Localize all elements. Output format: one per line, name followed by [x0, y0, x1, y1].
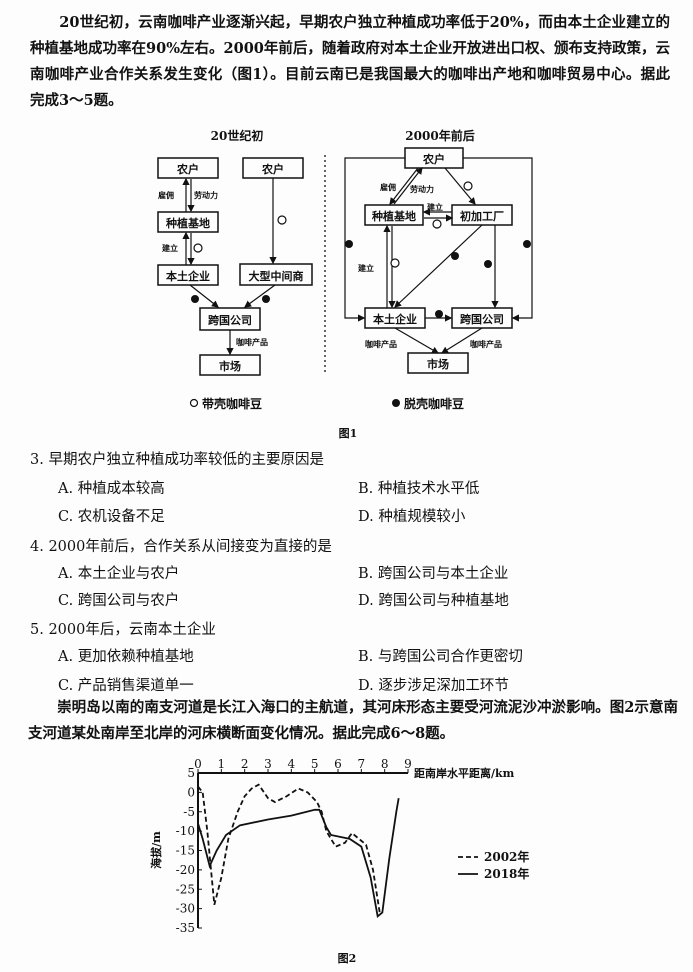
option-b[interactable]: B. 种植技术水平低 [358, 481, 480, 497]
box-market-right: 市场 [427, 357, 449, 371]
figure-1-caption: 图1 [339, 427, 358, 440]
option-d[interactable]: D. 种植规模较小 [358, 509, 466, 525]
figure-2-caption: 图2 [338, 952, 357, 965]
hollow-bean-marker [277, 215, 287, 225]
option-d[interactable]: D. 逐步涉足深加工环节 [358, 678, 509, 694]
x-tick-label: 6 [334, 757, 342, 771]
option-d[interactable]: D. 跨国公司与种植基地 [358, 593, 509, 609]
right-title: 2000年前后 [405, 128, 474, 143]
x-tick-label: 7 [358, 757, 366, 771]
y-tick-label: 0 [187, 785, 195, 799]
label-labor: 劳动力 [194, 190, 218, 200]
y-tick-label: 5 [187, 766, 195, 780]
passage-river: 崇明岛以南的南支河道是长江入海口的主航道，其河床形态主要受河流泥沙冲淤影响。图2… [28, 699, 678, 742]
x-tick-label: 9 [404, 757, 412, 771]
option-a[interactable]: A. 种植成本较高 [58, 481, 165, 497]
option-b[interactable]: B. 跨国公司与本土企业 [358, 566, 509, 582]
x-tick-label: 2 [241, 757, 249, 771]
label-coffee-products-left: 咖啡产品 [365, 339, 397, 349]
option-a[interactable]: A. 本土企业与农户 [58, 566, 180, 582]
x-tick-label: 8 [381, 757, 389, 771]
legend-solid: 脱壳咖啡豆 [404, 396, 464, 411]
label-build-mid: 建立 [426, 202, 443, 212]
label-employ-right: 雇佣 [379, 182, 396, 192]
label-labor-right: 劳动力 [410, 184, 434, 194]
y-tick-label: -25 [176, 882, 195, 896]
box-farmer-left: 农户 [176, 162, 199, 176]
x-tick-label: 4 [288, 757, 296, 771]
x-tick-label: 3 [264, 757, 272, 771]
option-c[interactable]: C. 产品销售渠道单一 [58, 678, 194, 694]
option-b[interactable]: B. 与跨国公司合作更密切 [358, 649, 523, 665]
box-multinational: 跨国公司 [208, 313, 252, 327]
question-stem: 3. 早期农户独立种植成功率较低的主要原因是 [30, 452, 324, 468]
option-c[interactable]: C. 农机设备不足 [58, 509, 165, 525]
y-tick-label: -15 [176, 844, 195, 858]
x-tick-label: 1 [218, 757, 226, 771]
label-build-right: 建立 [357, 263, 374, 273]
y-tick-label: -35 [176, 921, 195, 935]
box-plantation: 种植基地 [165, 216, 210, 230]
box-farmer-2: 农户 [261, 162, 284, 176]
figure-1-diagram: 20世纪初 2000年前后 农户 农户 种植基地 本土企业 大型中间商 跨国公司… [157, 128, 533, 440]
box-farmer-right: 农户 [422, 152, 445, 166]
y-tick-label: -10 [176, 824, 195, 838]
legend-label: 2018年 [484, 866, 529, 881]
series-line-2018年 [197, 798, 400, 919]
option-a[interactable]: A. 更加依赖种植基地 [58, 649, 194, 665]
box-middleman: 大型中间商 [249, 269, 304, 283]
label-build: 建立 [161, 243, 178, 253]
left-title: 20世纪初 [211, 128, 264, 143]
box-multinational-right: 跨国公司 [460, 312, 504, 326]
y-axis-label: 海拔/m [149, 831, 163, 869]
box-local-firm: 本土企业 [166, 269, 210, 283]
question-stem: 4. 2000年前后，合作关系从间接变为直接的是 [30, 539, 332, 555]
box-local-firm-right: 本土企业 [373, 312, 417, 326]
label-employ: 雇佣 [157, 190, 174, 200]
y-tick-label: -30 [176, 902, 195, 916]
passage-coffee: 20世纪初，云南咖啡产业逐渐兴起，早期农户独立种植成功率低于20%，而由本土企业… [30, 14, 670, 109]
option-c[interactable]: C. 跨国公司与农户 [58, 593, 180, 609]
box-plantation-right: 种植基地 [371, 209, 416, 223]
solid-bean-marker [191, 295, 199, 303]
y-tick-label: -20 [176, 863, 195, 877]
series-line-2002年 [197, 783, 381, 915]
box-processing: 初加工厂 [460, 209, 504, 223]
label-coffee-products-right: 咖啡产品 [470, 339, 502, 349]
legend-label: 2002年 [484, 849, 529, 864]
x-tick-label: 5 [311, 757, 319, 771]
x-tick-label: 0 [194, 757, 202, 771]
label-coffee-products: 咖啡产品 [236, 337, 268, 347]
x-axis-label: 距南岸水平距离/km [414, 766, 515, 780]
question-stem: 5. 2000年后，云南本土企业 [30, 622, 216, 638]
legend-hollow: 带壳咖啡豆 [202, 396, 262, 411]
y-tick-label: -5 [183, 805, 195, 819]
box-market: 市场 [219, 359, 241, 373]
